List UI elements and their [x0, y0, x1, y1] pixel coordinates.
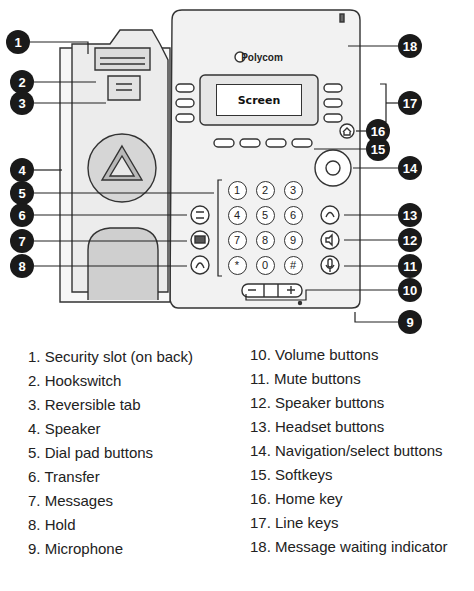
key-text: 7 [234, 235, 240, 246]
legend-item: 1. Security slot (on back) [28, 348, 193, 365]
legend-item: 4. Speaker [28, 420, 101, 437]
dial-key: 1 [228, 181, 247, 200]
callout-number: 4 [10, 158, 34, 182]
callout-text: 14 [403, 162, 417, 175]
callout-number: 7 [10, 229, 34, 253]
callout-number: 17 [398, 91, 422, 115]
callout-number: 1 [6, 30, 30, 54]
callout-number: 8 [10, 254, 34, 278]
callout-text: 16 [371, 125, 385, 138]
callout-text: 12 [403, 234, 417, 247]
key-text: 6 [290, 210, 296, 221]
dial-key: * [228, 256, 247, 275]
phone-body [60, 10, 360, 308]
legend-item: 8. Hold [28, 516, 76, 533]
dial-key: 2 [256, 181, 275, 200]
dial-key: 8 [256, 231, 275, 250]
key-text: 5 [262, 210, 268, 221]
screen-text: Screen [238, 95, 281, 106]
legend-item: 5. Dial pad buttons [28, 444, 153, 461]
dial-key: 6 [284, 206, 303, 225]
callout-number: 12 [398, 228, 422, 252]
callout-text: 8 [18, 260, 25, 273]
dial-key: 3 [284, 181, 303, 200]
legend-item: 2. Hookswitch [28, 372, 121, 389]
callout-text: 13 [403, 209, 417, 222]
key-text: 1 [234, 185, 240, 196]
key-text: 9 [290, 235, 296, 246]
legend-item: 7. Messages [28, 492, 113, 509]
callout-text: 5 [18, 187, 25, 200]
callout-number: 14 [398, 156, 422, 180]
legend-item: 6. Transfer [28, 468, 100, 485]
callout-text: 4 [18, 164, 25, 177]
key-text: 8 [262, 235, 268, 246]
legend-item: 17. Line keys [250, 514, 338, 531]
dial-key: 0 [256, 256, 275, 275]
callout-text: 9 [406, 316, 413, 329]
callout-number: 3 [10, 91, 34, 115]
callout-number: 10 [398, 278, 422, 302]
callout-text: 18 [403, 40, 417, 53]
legend-item: 11. Mute buttons [250, 370, 361, 387]
leader-lines [30, 42, 398, 322]
dial-key: 7 [228, 231, 247, 250]
legend-item: 10. Volume buttons [250, 346, 378, 363]
callout-text: 3 [18, 97, 25, 110]
brand-logo: Polycom [241, 52, 283, 63]
callout-text: 10 [403, 284, 417, 297]
dial-key: 9 [284, 231, 303, 250]
dial-key: # [284, 256, 303, 275]
callout-number: 5 [10, 181, 34, 205]
callout-number: 13 [398, 203, 422, 227]
legend-item: 14. Navigation/select buttons [250, 442, 443, 459]
callout-text: 17 [403, 97, 417, 110]
callout-number: 16 [366, 119, 390, 143]
callout-text: 6 [18, 209, 25, 222]
legend-item: 3. Reversible tab [28, 396, 141, 413]
key-text: 4 [234, 210, 240, 221]
key-text: 2 [262, 185, 268, 196]
callout-number: 9 [398, 310, 422, 334]
legend-item: 13. Headset buttons [250, 418, 384, 435]
dial-key: 5 [256, 206, 275, 225]
callout-number: 6 [10, 203, 34, 227]
callout-number: 18 [398, 34, 422, 58]
key-text: * [235, 260, 239, 271]
legend-item: 15. Softkeys [250, 466, 333, 483]
legend-item: 16. Home key [250, 490, 343, 507]
key-text: 0 [262, 260, 268, 271]
dial-key: 4 [228, 206, 247, 225]
key-text: # [290, 260, 296, 271]
callout-text: 11 [403, 260, 417, 273]
callout-text: 7 [18, 235, 25, 248]
callout-text: 2 [18, 76, 25, 89]
legend-item: 18. Message waiting indicator [250, 538, 448, 555]
callout-text: 15 [371, 143, 385, 156]
legend-item: 12. Speaker buttons [250, 394, 384, 411]
callout-text: 1 [14, 36, 21, 49]
callout-number: 11 [398, 254, 422, 278]
screen-display: Screen [216, 84, 302, 116]
legend-item: 9. Microphone [28, 540, 123, 557]
key-text: 3 [290, 185, 296, 196]
